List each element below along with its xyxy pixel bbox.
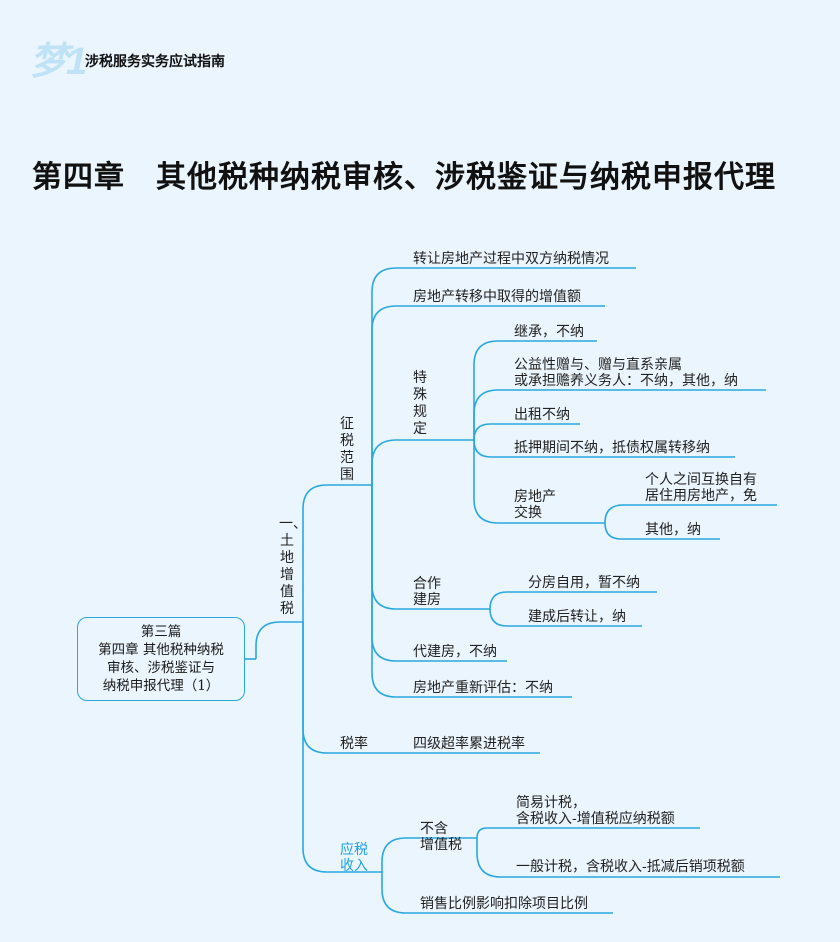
node-exchange-other: 其他，纳 (645, 522, 701, 538)
connector-line (473, 340, 597, 440)
connector-line (473, 440, 605, 524)
node-coop: 合作建房 (413, 576, 441, 608)
connector-line (604, 522, 720, 540)
text-line: 应税 (340, 842, 368, 858)
text-line: 个人之间互换自有 (645, 472, 757, 488)
root-node: 第三篇 第四章 其他税种纳税 审核、涉税鉴证与 纳税申报代理（1） (77, 617, 245, 701)
root-line: 第四章 其他税种纳税 (98, 642, 224, 658)
root-line: 纳税申报代理（1） (102, 678, 220, 694)
logo: 梦1 (30, 41, 87, 83)
chapter-title: 第四章 其他税种纳税审核、涉税鉴证与纳税申报代理 (32, 160, 776, 195)
root-line: 第三篇 (140, 624, 182, 640)
text-line: 不含 (420, 821, 448, 837)
connector-line (473, 423, 580, 441)
text-line: 或承担赡养义务人：不纳，其他，纳 (514, 373, 738, 389)
connector-line (381, 872, 613, 914)
connector-line (255, 621, 303, 659)
text-line: 交换 (514, 505, 542, 521)
node-rate-value: 四级超率累进税率 (413, 736, 525, 752)
node-land-vat: 一、土地增值税 (279, 516, 307, 617)
node-agent-build: 代建房，不纳 (413, 644, 497, 660)
connector-line (302, 484, 372, 622)
node-exchange: 房地产交换 (514, 489, 556, 521)
node-scope: 征税范围 (340, 416, 354, 483)
node-gain: 房地产转移中取得的增值额 (413, 289, 581, 305)
connector-line (489, 591, 657, 610)
node-simple: 简易计税，含税收入-增值税应纳税额 (516, 795, 675, 827)
node-ratio: 销售比例影响扣除项目比例 (420, 896, 588, 912)
text-line: 房地产 (514, 489, 556, 505)
connector-line (604, 504, 777, 524)
text-line: 增值税 (420, 837, 462, 853)
node-revalue: 房地产重新评估：不纳 (413, 680, 553, 696)
root-line: 审核、涉税鉴证与 (107, 660, 215, 676)
connector-line (476, 838, 780, 878)
node-general: 一般计税，含税收入-抵减后销项税额 (516, 859, 745, 875)
connector-line (302, 622, 382, 873)
node-rent: 出租不纳 (514, 407, 570, 423)
node-transfer-both: 转让房地产过程中双方纳税情况 (413, 251, 609, 267)
text-line: 建房 (413, 592, 441, 608)
node-gift: 公益性赠与、赠与直系亲属或承担赡养义务人：不纳，其他，纳 (514, 357, 738, 389)
connector-line (489, 608, 642, 627)
node-special: 特殊规定 (413, 370, 427, 437)
node-exchange-personal: 个人之间互换自有居住用房地产，免 (645, 472, 757, 504)
node-coop-self-use: 分房自用，暂不纳 (528, 575, 640, 591)
node-inherit: 继承，不纳 (514, 324, 584, 340)
node-income: 应税收入 (340, 842, 368, 874)
node-mortgage: 抵押期间不纳，抵债权属转移纳 (514, 440, 710, 456)
text-line: 含税收入-增值税应纳税额 (516, 811, 675, 827)
connector-line (473, 389, 766, 440)
text-line: 简易计税， (516, 795, 586, 811)
node-rate: 税率 (340, 736, 368, 752)
connector-line (381, 837, 477, 872)
text-line: 居住用房地产，免 (645, 488, 757, 504)
text-line: 收入 (340, 858, 368, 874)
connector-line (371, 485, 507, 662)
connector-line (476, 827, 700, 839)
connector-line (371, 439, 475, 485)
node-excl-vat: 不含增值税 (420, 821, 462, 853)
node-coop-transfer: 建成后转让，纳 (528, 609, 626, 625)
connector-line (371, 485, 572, 698)
connector-line (371, 305, 605, 485)
book-title: 涉税服务实务应试指南 (85, 54, 225, 70)
text-line: 公益性赠与、赠与直系亲属 (514, 357, 682, 373)
text-line: 合作 (413, 576, 441, 592)
connector-line (371, 267, 636, 485)
